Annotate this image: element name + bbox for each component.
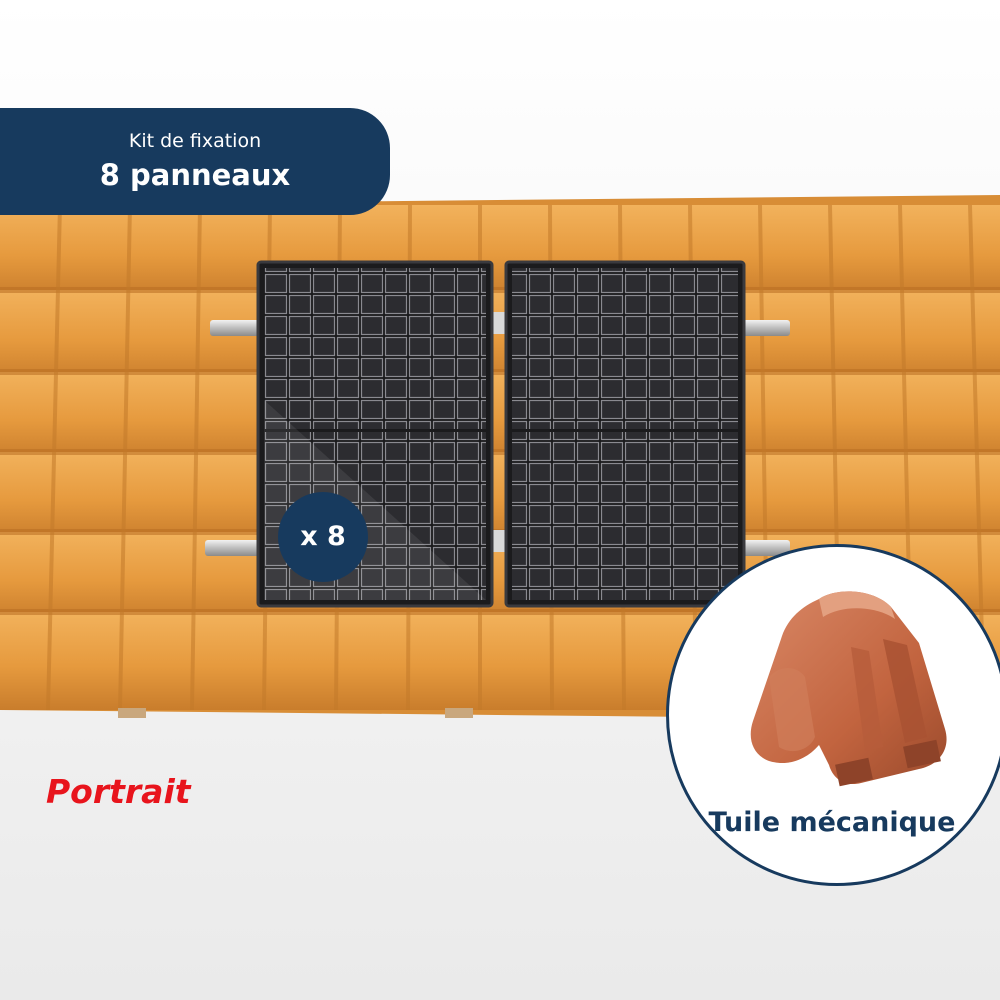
mounting-hook-icon (205, 312, 790, 556)
orientation-label: Portrait (46, 772, 191, 811)
kit-title-badge: Kit de fixation 8 panneaux (0, 108, 390, 215)
tile-type-label: Tuile mécanique (708, 807, 956, 838)
roof-tile-icon (750, 591, 947, 787)
kit-title-line1: Kit de fixation (128, 130, 262, 152)
kit-title-line2: 8 panneaux (99, 158, 291, 192)
quantity-badge: x 8 (278, 492, 368, 582)
tile-type-callout: Tuile mécanique (666, 544, 1000, 886)
